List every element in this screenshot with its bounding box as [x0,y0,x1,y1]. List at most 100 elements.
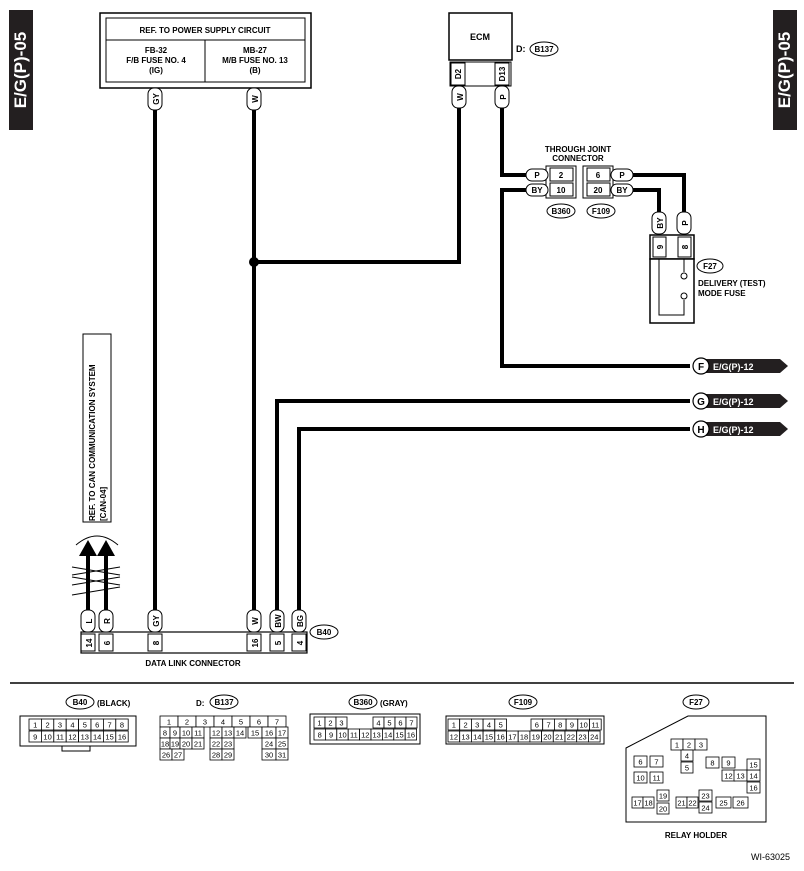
data-link-connector: L R GY W BW BG 14 6 8 16 5 4 B40 [80,609,339,668]
fuse1-id: FB-32 [145,46,168,55]
offpage-h-ref: E/G(P)-12 [713,425,754,435]
wire-bw-to-g [275,399,690,610]
dlc-pin-8: 8 [152,640,161,645]
connector-views: B40 (BLACK) D: B137 B360 (GRAY) F109 F27… [19,694,767,840]
f27-pin-cell [746,758,761,771]
twisted-pair-mark [71,566,121,596]
f109-pin-label: 18 [520,733,528,742]
f27-pin-label: 25 [719,799,727,808]
b360-pin-label: 2 [328,719,332,728]
dlc-wire-gy: GY [152,615,161,627]
offpage-g-letter: G [697,397,705,408]
b360-pin-label: 10 [338,731,346,740]
b137-pin-label: 26 [162,751,170,760]
b40-header: B40 (BLACK) [65,694,131,710]
f27-pin-label: 12 [724,772,732,781]
offpage-h-letter: H [697,425,704,436]
b137-pin-label: 10 [182,729,190,738]
b40-pin-label: 10 [43,733,51,742]
b360-pin-label: 15 [395,731,403,740]
b360-pin-label: 16 [407,731,415,740]
can-arc [75,535,119,546]
f109-pin-cell [494,718,507,731]
b40-pin-label: 5 [83,721,87,730]
f27-header: F27 [682,694,710,710]
tj-title1: THROUGH JOINT [545,145,611,154]
b40-pin-label: 2 [46,721,50,730]
f27-pin-cell [656,802,670,815]
b360-pin-label: 1 [317,719,321,728]
f109-pin-cell [588,730,601,743]
b137-pin-cell [221,748,235,761]
b360-header: B360 (GRAY) [348,694,408,710]
f109-pin-label: 2 [463,721,467,730]
b137-pin-label: 30 [265,751,273,760]
f109-pin-label: 17 [508,733,516,742]
b137-pin-label: 22 [212,740,220,749]
b360-pin-label: 4 [376,719,380,728]
dlc-pins: 14 6 8 16 5 4 [80,633,307,652]
b137-pin-label: 21 [194,740,202,749]
f109-pin-cell [589,718,602,731]
b137-pin-label: 12 [212,729,220,738]
b360-pin-label: 3 [339,719,343,728]
b40-pin-label: 7 [108,721,112,730]
f109-pin-label: 1 [452,721,456,730]
b137-pin-label: 5 [239,718,243,727]
offpage-f: F E/G(P)-12 [692,357,788,375]
b40-pin-label: 3 [58,721,62,730]
f27-pin-cell [715,796,732,809]
b137-pin-label: 1 [167,718,171,727]
f27-pin-label: 24 [701,804,709,813]
power-supply-ref-box: REF. TO POWER SUPPLY CIRCUIT FB-32 F/B F… [99,12,312,89]
ps-wire1-label: GY [152,93,161,105]
f27-pin-label: 2 [687,741,691,750]
f27-pin-label: 4 [685,752,689,761]
dlc-wire-r: R [103,618,112,624]
f27-pin-cell [686,796,699,809]
b137-pin-label: 6 [257,718,261,727]
f27-pin-label: 18 [644,799,652,808]
f27-pin-label: 22 [688,799,696,808]
f109-pin-label: 6 [535,721,539,730]
ecm-unit: ECM D2 D13 D: B137 [448,12,559,87]
b137-pin-label: 14 [236,729,244,738]
b360-pin-label: 14 [384,731,392,740]
b137-pin-cell [275,748,289,761]
f27-pin-cell [649,771,664,784]
fuse-pin-9: 9 [656,244,665,249]
b40-latch [61,745,91,752]
b40-pin-label: 13 [81,733,89,742]
b360-pin-label: 9 [329,731,333,740]
b137-pin-label: 7 [275,718,279,727]
dlc-pin-16: 16 [251,638,260,647]
b137-pin-label: 13 [224,729,232,738]
b137-pin-label: 4 [221,718,225,727]
b137-pin-label: 2 [185,718,189,727]
dlc-connector-id: B40 [317,628,332,637]
b137-pin-label: 8 [163,729,167,738]
f109-pin-label: 4 [487,721,491,730]
f109-pin-label: 16 [496,733,504,742]
wires [86,108,690,610]
f27-pin-label: 26 [736,799,744,808]
b40-pin-label: 9 [33,733,37,742]
fuse-wire-by: BY [656,217,665,229]
f109-pin-label: 24 [590,733,598,742]
b360-pin-label: 5 [387,719,391,728]
b137-pin-label: 19 [171,740,179,749]
power-supply-title: REF. TO POWER SUPPLY CIRCUIT [140,26,271,35]
ps-wire2-label: W [251,95,260,103]
dlc-pin-6: 6 [103,640,112,645]
b40-pin-cell [115,718,129,731]
f27-pin-label: 20 [659,805,667,814]
dlc-label: DATA LINK CONNECTOR [145,659,240,668]
ecm-connector-prefix: D: [516,44,526,54]
b137-pin-label: 9 [173,729,177,738]
b137-pin-label: 18 [161,740,169,749]
offpage-h: H E/G(P)-12 [692,420,788,438]
f27-pin-cell [649,755,664,768]
f109-pin-label: 20 [543,733,551,742]
b137-pin-label: 17 [278,729,286,738]
f27-pin-label: 3 [699,741,703,750]
